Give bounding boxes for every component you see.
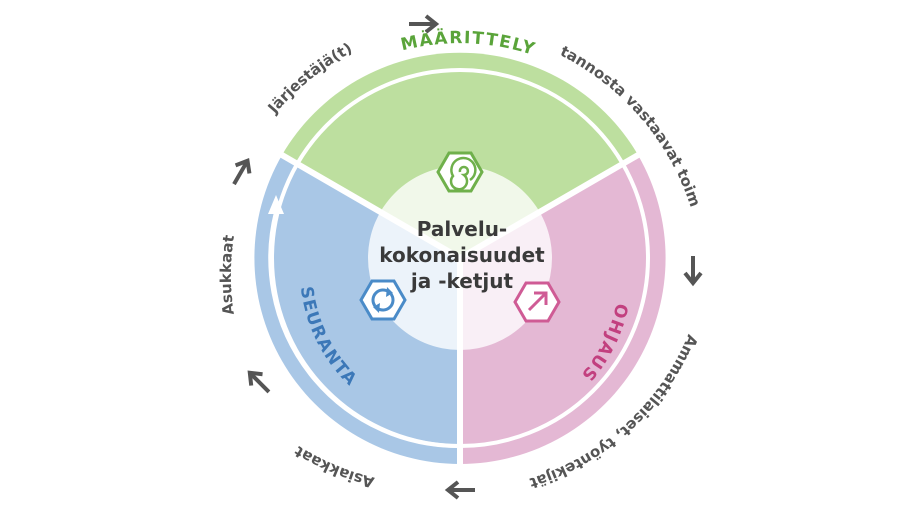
up-right-arrow-icon: [513, 281, 561, 323]
arrow-top-right: [409, 14, 440, 34]
center-circle: [368, 166, 552, 350]
arrow-bottom-left: [444, 480, 475, 500]
center-line-2: kokonaisuudet: [379, 243, 545, 267]
center-line-3: ja -ketjut: [410, 269, 514, 293]
cycle-icon: [359, 279, 407, 321]
arrow-left-up-upper: [232, 157, 252, 186]
center-line-1: Palvelu-: [417, 217, 507, 241]
outer-label-asiakkaat: Asiakkaat: [291, 442, 376, 491]
arrow-right-down: [683, 256, 703, 287]
arrow-left-up-lower: [247, 370, 271, 394]
seuranta-arrowhead: [268, 195, 284, 214]
seuranta-inner-arrow: [268, 211, 461, 449]
spiral-icon: [436, 151, 484, 193]
outer-label-asukkaat: Asukkaat: [217, 234, 238, 316]
